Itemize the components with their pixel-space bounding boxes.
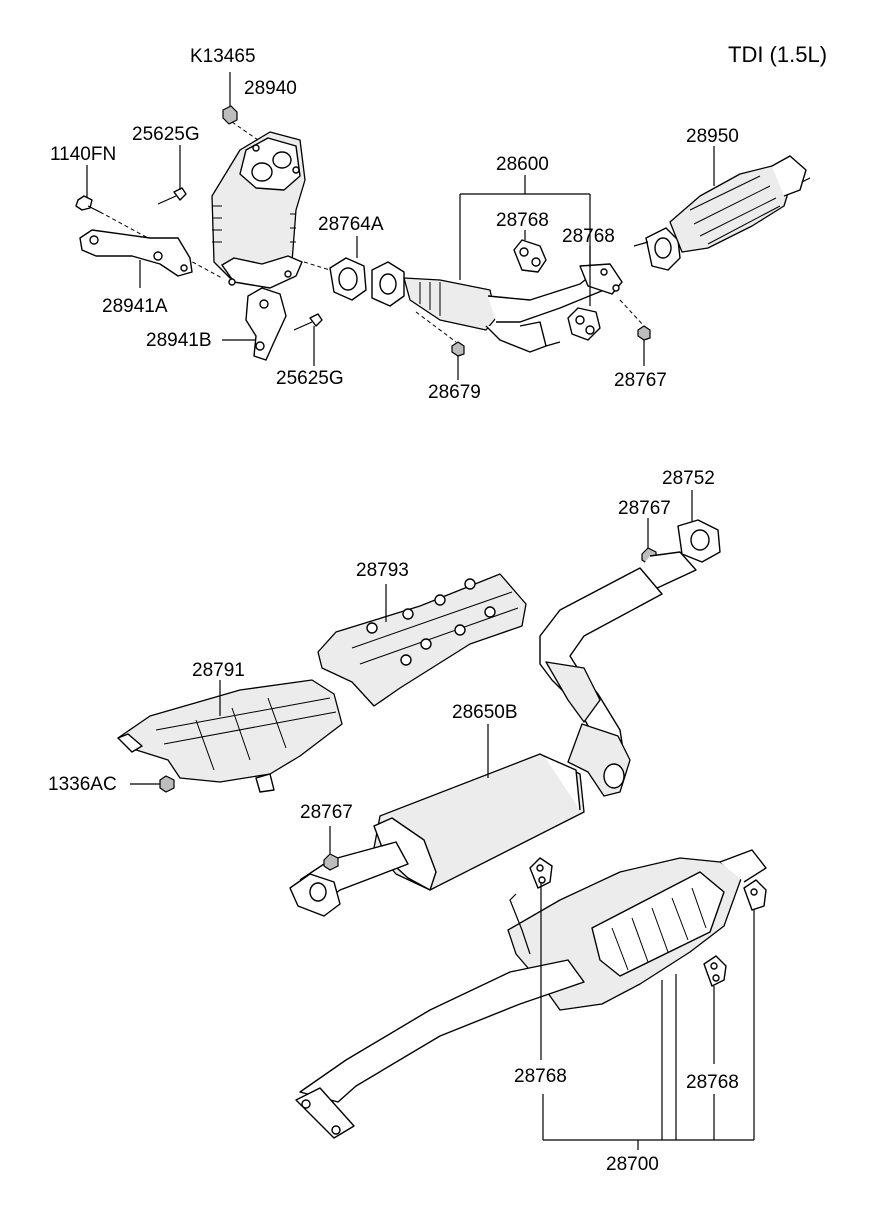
engine-title: TDI (1.5L) [728, 42, 827, 67]
label-25625g-bottom: 25625G [276, 368, 344, 389]
gasket-28752[interactable] [677, 519, 721, 563]
label-28941b: 28941B [146, 330, 212, 351]
label-k13465: K13465 [190, 46, 256, 67]
hanger-28768-c[interactable] [529, 857, 553, 889]
label-1336ac: 1336AC [48, 774, 117, 795]
nut-28767-low[interactable] [323, 853, 339, 871]
bolt-1140fn[interactable] [75, 195, 101, 213]
label-28679: 28679 [428, 382, 481, 403]
nut-28767-top[interactable] [637, 325, 651, 341]
label-28950: 28950 [686, 126, 739, 147]
label-28767-mid: 28767 [618, 498, 671, 519]
center-muffler-28650b[interactable] [289, 551, 697, 917]
label-28768-c: 28768 [514, 1066, 567, 1087]
label-28700: 28700 [606, 1154, 659, 1175]
nut-1336ac[interactable] [159, 775, 175, 793]
heat-shield-28793[interactable] [317, 573, 527, 707]
label-28940: 28940 [244, 78, 297, 99]
hanger-28768-b[interactable] [567, 307, 601, 341]
rear-muffler-28700[interactable] [295, 849, 767, 1139]
bracket-28941b[interactable] [245, 287, 287, 361]
label-1140fn: 1140FN [50, 144, 116, 165]
hanger-28768-a[interactable] [513, 239, 547, 273]
gasket-28764a[interactable] [329, 257, 367, 301]
manifold-catalytic-converter[interactable] [211, 131, 306, 289]
label-28764a: 28764A [318, 214, 384, 235]
nut-k13465[interactable] [222, 105, 238, 125]
label-28768-a: 28768 [496, 210, 549, 231]
label-28791: 28791 [192, 660, 245, 681]
bracket-28941a[interactable] [79, 229, 193, 277]
catalytic-converter-28950[interactable] [633, 155, 811, 271]
nut-28679[interactable] [451, 341, 465, 357]
label-28752: 28752 [662, 468, 715, 489]
rubber-hanger-right[interactable] [743, 879, 767, 911]
label-28768-b: 28768 [562, 226, 615, 247]
label-28600: 28600 [496, 154, 549, 175]
label-28941a: 28941A [102, 296, 168, 317]
label-25625g-top: 25625G [132, 124, 200, 145]
label-28768-d: 28768 [686, 1072, 739, 1093]
bolt-25625g-top[interactable] [157, 187, 187, 205]
label-28793: 28793 [356, 560, 409, 581]
label-28767-top: 28767 [614, 370, 667, 391]
heat-shield-28791[interactable] [117, 679, 343, 793]
label-28650b: 28650B [452, 702, 518, 723]
hanger-28768-d[interactable] [703, 955, 727, 987]
label-28767-low: 28767 [300, 802, 353, 823]
bolt-25625g-bottom[interactable] [293, 313, 323, 331]
